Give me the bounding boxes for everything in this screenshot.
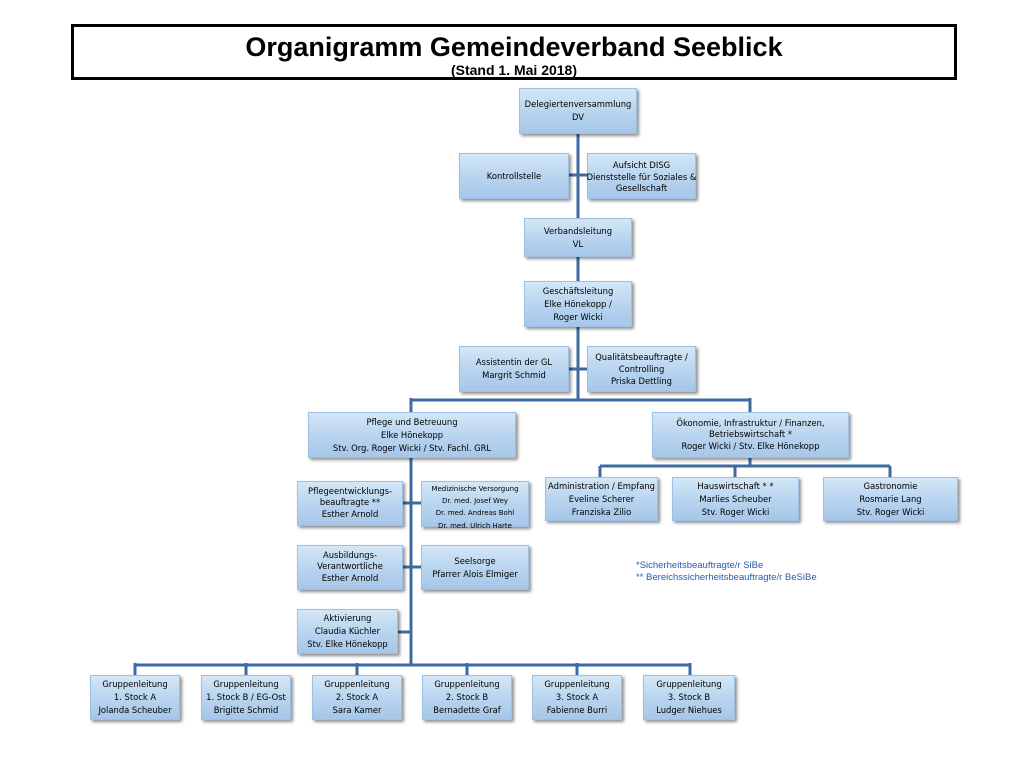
node-line: Sara Kamer — [332, 705, 382, 715]
node-line: Gruppenleitung — [656, 679, 722, 689]
node-line: Delegiertenversammlung — [524, 99, 632, 109]
node-line: Bernadette Graf — [433, 705, 501, 715]
node-line: Hauswirtschaft * * — [697, 480, 774, 491]
node-line: Roger Wicki — [553, 311, 603, 322]
node-line: 3. Stock A — [555, 692, 599, 702]
node-line: Esther Arnold — [321, 573, 379, 583]
node-pflegeentwicklungsbeauftragte: Pflegeentwicklungs- beauftragte ** Esthe… — [297, 481, 403, 526]
node-line: Marlies Scheuber — [699, 493, 772, 504]
node-line: Dienststelle für Soziales & — [586, 171, 697, 182]
node-kontrollstelle: Kontrollstelle — [459, 153, 569, 199]
node-line: Pflegeentwicklungs- — [308, 486, 392, 496]
page-title: Organigramm Gemeindeverband Seeblick — [245, 32, 783, 62]
node-assistentin-gl: Assistentin der GL Margrit Schmid — [459, 346, 569, 392]
footnote-sibe: *Sicherheitsbeauftragte/r SiBe — [636, 560, 764, 571]
node-line: Gruppenleitung — [434, 679, 500, 689]
node-seelsorge: Seelsorge Pfarrer Alois Elmiger — [421, 545, 529, 590]
node-line: Margrit Schmid — [482, 370, 546, 380]
node-gruppenleitung-2b: Gruppenleitung 2. Stock B Bernadette Gra… — [422, 675, 512, 720]
node-verbandsleitung: Verbandsleitung VL — [524, 218, 632, 257]
node-line: Pfarrer Alois Elmiger — [432, 568, 518, 579]
node-line: beauftragte ** — [319, 497, 381, 507]
node-line: Esther Arnold — [321, 509, 379, 519]
node-line: Gesellschaft — [615, 182, 668, 193]
node-line: Gruppenleitung — [102, 679, 168, 689]
node-geschaeftsleitung: Geschäftsleitung Elke Hönekopp / Roger W… — [524, 281, 632, 327]
footnote-besibe: ** Bereichssicherheitsbeauftragte/r BeSi… — [636, 572, 817, 583]
node-delegiertenversammlung: Delegiertenversammlung DV — [519, 88, 637, 134]
node-pflege-und-betreuung: Pflege und Betreuung Elke Hönekopp Stv. … — [308, 412, 516, 458]
node-line: Rosmarie Lang — [859, 493, 922, 504]
node-line: Gruppenleitung — [213, 679, 279, 689]
node-hauswirtschaft: Hauswirtschaft * * Marlies Scheuber Stv.… — [672, 477, 799, 521]
node-line: Gruppenleitung — [544, 679, 610, 689]
node-oekonomie-infrastruktur: Ökonomie, Infrastruktur / Finanzen, Betr… — [652, 412, 849, 458]
node-line: Ökonomie, Infrastruktur / Finanzen, — [676, 417, 825, 428]
node-line: VL — [572, 238, 584, 249]
node-line: Kontrollstelle — [486, 170, 542, 181]
node-line: Jolanda Scheuber — [98, 705, 172, 715]
node-line: DV — [571, 112, 585, 122]
node-line: Dr. med. Josef Wey — [441, 497, 509, 506]
node-line: 1. Stock B / EG-Ost — [206, 692, 286, 702]
node-qualitaetsbeauftragte: Qualitätsbeauftragte / Controlling Prisk… — [587, 346, 696, 392]
node-gruppenleitung-3a: Gruppenleitung 3. Stock A Fabienne Burri — [532, 675, 622, 720]
node-medizinische-versorgung: Medizinische Versorgung Dr. med. Josef W… — [421, 481, 529, 530]
node-line: Stv. Elke Hönekopp — [307, 639, 388, 649]
node-administration-empfang: Administration / Empfang Eveline Scherer… — [545, 477, 658, 521]
node-gruppenleitung-3b: Gruppenleitung 3. Stock B Ludger Niehues — [643, 675, 735, 720]
node-gruppenleitung-1a: Gruppenleitung 1. Stock A Jolanda Scheub… — [90, 675, 180, 720]
node-aufsicht-disg: Aufsicht DISG Dienststelle für Soziales … — [587, 153, 696, 199]
node-line: Assistentin der GL — [475, 357, 553, 367]
node-line: Stv. Org. Roger Wicki / Stv. Fachl. GRL — [332, 442, 492, 453]
node-line: Priska Dettling — [611, 375, 672, 386]
node-line: Dr. med. Ulrich Harte — [438, 521, 512, 530]
node-line: Betriebswirtschaft * — [708, 428, 793, 439]
page-subtitle: (Stand 1. Mai 2018) — [450, 62, 578, 78]
node-line: Pflege und Betreuung — [366, 416, 458, 427]
node-line: Gruppenleitung — [324, 679, 390, 689]
node-line: Elke Hönekopp — [380, 429, 444, 440]
node-line: 3. Stock B — [667, 692, 711, 702]
node-line: Geschäftsleitung — [542, 285, 614, 296]
node-line: Controlling — [618, 363, 665, 374]
node-line: Gastronomie — [863, 480, 918, 491]
node-ausbildungs-verantwortliche: Ausbildungs- Verantwortliche Esther Arno… — [297, 545, 403, 590]
node-line: Ausbildungs- — [322, 550, 377, 560]
title-box: Organigramm Gemeindeverband Seeblick (St… — [71, 24, 957, 80]
node-line: Claudia Küchler — [314, 626, 381, 636]
node-line: Aufsicht DISG — [612, 159, 671, 170]
node-line: Medizinische Versorgung — [431, 485, 519, 493]
node-aktivierung: Aktivierung Claudia Küchler Stv. Elke Hö… — [297, 609, 398, 654]
node-gruppenleitung-1b: Gruppenleitung 1. Stock B / EG-Ost Brigi… — [201, 675, 291, 720]
node-line: Aktivierung — [323, 613, 372, 623]
node-line: 1. Stock A — [113, 692, 157, 702]
node-line: Franziska Zilio — [571, 506, 632, 517]
node-line: Eveline Scherer — [568, 493, 635, 504]
node-line: Dr. med. Andreas Bohl — [435, 509, 515, 518]
node-line: 2. Stock B — [445, 692, 489, 702]
node-line: Seelsorge — [454, 555, 496, 566]
node-line: Roger Wicki / Stv. Elke Hönekopp — [681, 440, 820, 451]
node-line: Ludger Niehues — [656, 705, 722, 715]
node-line: 2. Stock A — [335, 692, 379, 702]
node-gastronomie: Gastronomie Rosmarie Lang Stv. Roger Wic… — [823, 477, 958, 521]
node-line: Stv. Roger Wicki — [856, 506, 925, 517]
node-line: Stv. Roger Wicki — [701, 506, 770, 517]
node-line: Elke Hönekopp / — [544, 298, 612, 309]
node-line: Verantwortliche — [317, 561, 383, 571]
node-line: Verbandsleitung — [543, 225, 613, 236]
node-gruppenleitung-2a: Gruppenleitung 2. Stock A Sara Kamer — [312, 675, 402, 720]
node-line: Fabienne Burri — [546, 705, 608, 715]
node-line: Brigitte Schmid — [213, 705, 279, 715]
node-line: Qualitätsbeauftragte / — [595, 351, 688, 362]
node-line: Administration / Empfang — [548, 480, 655, 491]
